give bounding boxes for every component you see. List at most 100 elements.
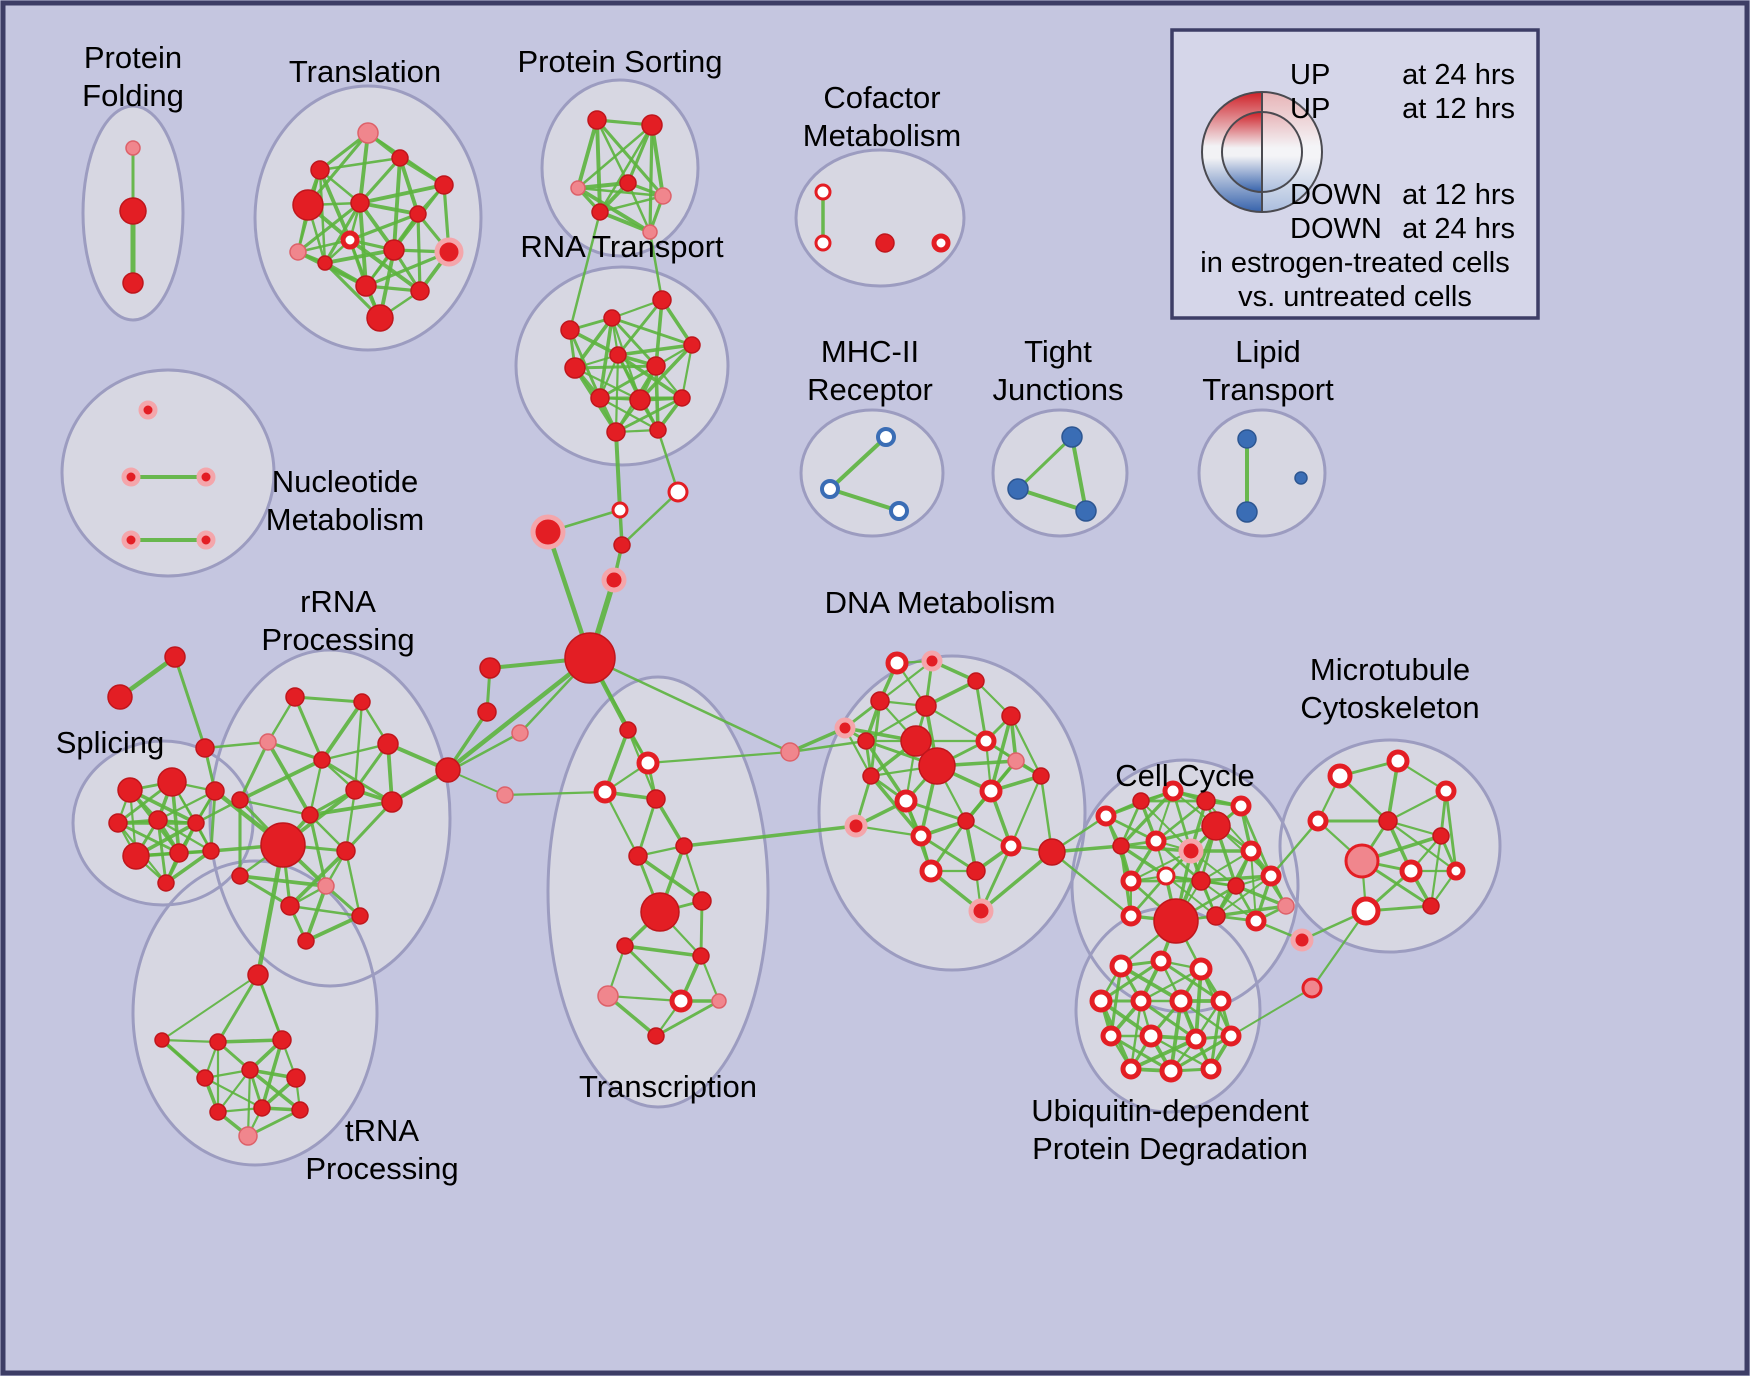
node-r xyxy=(187,814,205,832)
edge xyxy=(869,699,882,778)
edge xyxy=(173,655,207,750)
cluster-outline-rna-transport xyxy=(514,265,730,467)
node-rw xyxy=(1185,1028,1207,1050)
cluster-outline-mhc-ii-receptor xyxy=(799,408,945,538)
node-r xyxy=(673,389,691,407)
node-p xyxy=(642,224,658,240)
node-rw xyxy=(910,825,932,847)
node-r xyxy=(164,646,186,668)
node-bw xyxy=(820,479,840,499)
node-rw xyxy=(1399,859,1423,883)
node-p xyxy=(1007,752,1025,770)
edge xyxy=(203,740,270,750)
edge xyxy=(238,874,328,888)
edge xyxy=(636,854,704,903)
edge xyxy=(646,750,792,765)
edge xyxy=(576,118,599,190)
node-r xyxy=(646,356,666,376)
edge xyxy=(358,201,420,216)
edge xyxy=(216,1068,252,1114)
edge xyxy=(989,714,1013,793)
node-rp xyxy=(196,530,216,550)
node-r xyxy=(297,932,315,950)
node-rw xyxy=(1435,780,1457,802)
edge xyxy=(588,656,792,754)
node-b xyxy=(1294,471,1308,485)
node-r xyxy=(479,657,501,679)
edge xyxy=(638,343,694,402)
cluster-ellipse-mhc-ii-receptor xyxy=(801,410,943,536)
legend-up24-dir: UP xyxy=(1290,59,1330,91)
edge xyxy=(398,156,420,216)
cluster-outline-translation xyxy=(253,84,483,352)
edge xyxy=(256,973,284,1042)
edge xyxy=(156,818,213,853)
node-rp xyxy=(1178,838,1204,864)
edge xyxy=(216,1038,284,1044)
edge xyxy=(864,739,908,803)
node-rp xyxy=(844,814,868,838)
node-wr xyxy=(667,481,689,503)
node-r xyxy=(646,789,666,809)
node-p xyxy=(496,786,514,804)
edge xyxy=(1139,999,1198,1041)
edge xyxy=(614,430,622,512)
node-r xyxy=(351,907,369,925)
node-r xyxy=(336,841,356,861)
node-wr xyxy=(814,234,832,252)
node-p xyxy=(711,993,727,1009)
node-r xyxy=(862,767,880,785)
edge xyxy=(614,396,684,434)
node-p xyxy=(1277,897,1295,915)
node-rp xyxy=(434,237,464,267)
edge xyxy=(598,364,658,400)
cluster-outline-nucleotide-metabolism xyxy=(60,368,276,578)
node-b xyxy=(1236,501,1258,523)
edge xyxy=(238,740,270,802)
node-r xyxy=(310,160,330,180)
node-pr xyxy=(1301,977,1323,999)
cluster-label-microtubule-cytoskeleton: Cytoskeleton xyxy=(1300,690,1479,725)
cluster-outline-rrna-processing xyxy=(208,648,452,988)
node-r xyxy=(1206,906,1226,926)
legend-down24-time: at 24 hrs xyxy=(1402,213,1515,245)
edge xyxy=(344,849,362,918)
node-r xyxy=(345,780,365,800)
edge xyxy=(616,343,694,357)
node-rw xyxy=(669,989,693,1013)
cluster-label-lipid-transport: Transport xyxy=(1202,372,1334,407)
node-r xyxy=(313,751,331,769)
node-rw xyxy=(1446,861,1466,881)
node-r xyxy=(285,687,305,707)
node-r xyxy=(231,867,249,885)
cluster-outline-microtubule-cytoskeleton xyxy=(1278,738,1502,954)
node-layer xyxy=(107,110,1466,1146)
cluster-label-ubiquitin-dependent-protein-degradation: Protein Degradation xyxy=(1032,1131,1308,1166)
edge xyxy=(1386,819,1458,873)
node-r xyxy=(119,197,147,225)
node-rp xyxy=(601,567,627,593)
edge xyxy=(1200,880,1257,922)
edge xyxy=(595,118,602,214)
node-rw xyxy=(636,751,660,775)
cluster-outline-trna-processing xyxy=(131,859,379,1167)
node-r xyxy=(154,1032,170,1048)
node-rw xyxy=(1120,905,1142,927)
edge xyxy=(616,298,664,357)
node-rw xyxy=(1120,1058,1142,1080)
edge xyxy=(1169,1034,1233,1073)
legend-glyph xyxy=(1201,91,1323,213)
node-r xyxy=(301,806,319,824)
node-b xyxy=(1007,478,1029,500)
edge xyxy=(1119,789,1175,848)
node-rw xyxy=(593,780,617,804)
edge xyxy=(348,212,420,242)
node-rw xyxy=(1095,805,1117,827)
node-rp xyxy=(1290,928,1314,952)
edge xyxy=(623,944,703,958)
node-r xyxy=(253,1099,271,1117)
node-r xyxy=(857,732,875,750)
node-wr xyxy=(1156,866,1176,886)
edge xyxy=(648,230,664,302)
